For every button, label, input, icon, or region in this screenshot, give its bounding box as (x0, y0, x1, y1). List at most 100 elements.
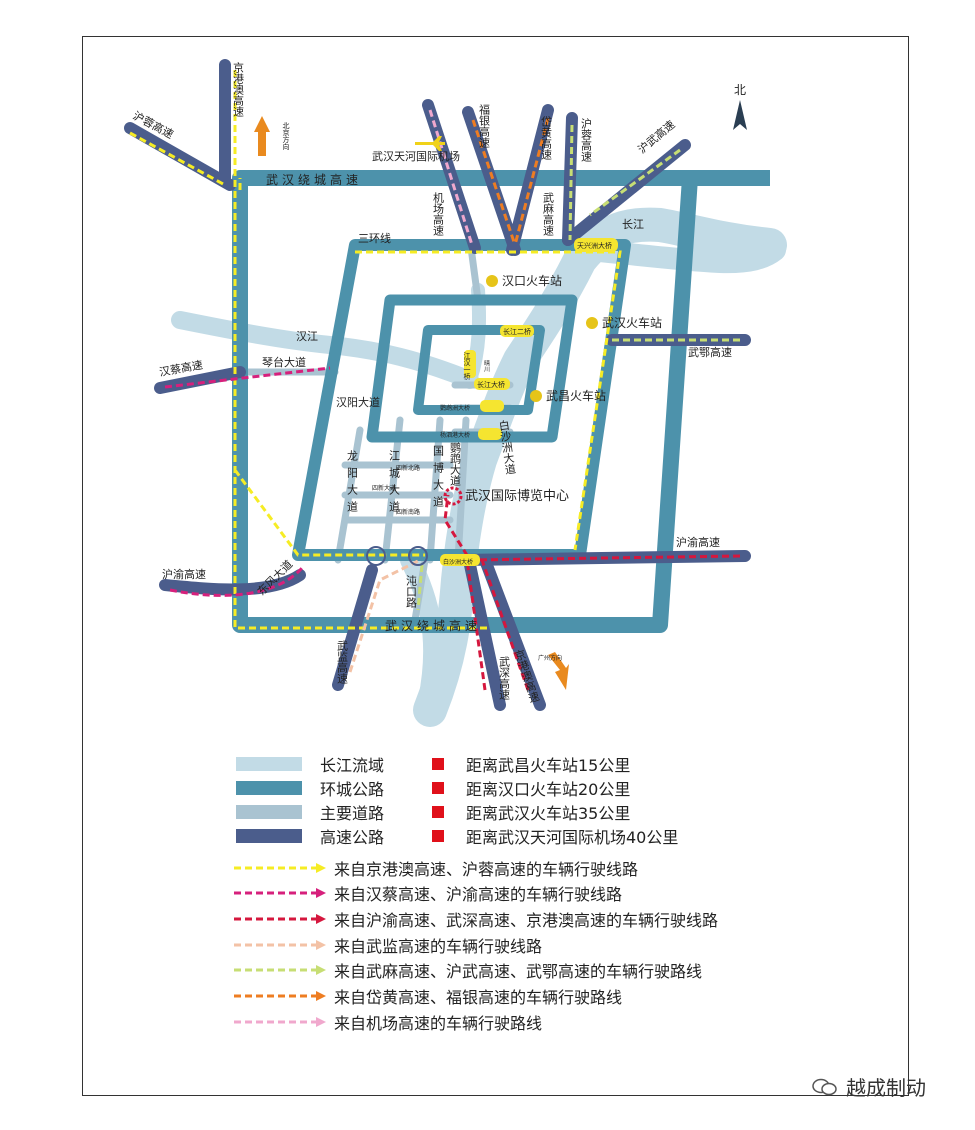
label-wushen: 武深高速 (498, 656, 511, 700)
airplane-icon (415, 136, 445, 151)
north-label: 北 (734, 83, 746, 97)
main-road-v4 (454, 416, 470, 564)
legend-route-4: 来自武麻高速、沪武高速、武鄂高速的车辆行驶路线 (232, 958, 702, 982)
legend-distance-hankou: 距离汉口火车站20公里 (432, 776, 630, 800)
baishazhou-bridge-tag (440, 554, 480, 566)
route-yellow (129, 70, 622, 630)
label-jinggangao-bottom: 京港澳高速 (511, 647, 541, 705)
legend-route-2: 来自沪渝高速、武深高速、京港澳高速的车辆行驶线路 (232, 907, 718, 931)
direction-arrows (254, 116, 569, 690)
legend-label: 来自机场高速的车辆行驶路线 (334, 1014, 543, 1033)
label-third-ring: 三环线 (358, 231, 391, 245)
wushen-hwy (464, 559, 506, 711)
legend-label: 来自武麻高速、沪武高速、武鄂高速的车辆行驶路线 (334, 962, 703, 981)
label-wuhan-station: 武汉火车站 (602, 315, 662, 330)
legend-label: 来自沪渝高速、武深高速、京港澳高速的车辆行驶线路 (334, 911, 719, 930)
route-line-icon (234, 914, 326, 924)
wechat-icon (812, 1078, 838, 1096)
legend-distance-wuhan: 距离武汉火车站35公里 (432, 800, 630, 824)
label-baishazhou-ave: 白沙洲大道 (496, 418, 517, 476)
route-green (416, 124, 740, 611)
label-yangsigang: 杨泗港大桥 (440, 431, 470, 439)
daihuang-hwy (506, 104, 554, 256)
route-line-icon (234, 1017, 326, 1027)
wuchang-station-icon (530, 390, 542, 402)
label-beijing-dir: 北京方向 (282, 122, 290, 150)
legend-label: 距离武昌火车站15公里 (466, 756, 631, 775)
label-guobo-ave: 国博大道 (432, 445, 445, 513)
legend-route-6: 来自机场高速的车辆行驶路线 (232, 1010, 542, 1034)
red-square-icon (432, 830, 444, 842)
routes-layer (129, 70, 741, 691)
legend-distance-airport: 距离武汉天河国际机场40公里 (432, 824, 678, 848)
legend-label: 距离武汉天河国际机场40公里 (466, 828, 679, 847)
label-changjiang-bridge: 长江大桥 (477, 380, 505, 389)
legend-label: 高速公路 (320, 828, 385, 847)
legend-label: 来自汉蔡高速、沪渝高速的车辆行驶线路 (334, 885, 623, 904)
jianghan-tag (464, 350, 476, 378)
label-sixin-ave: 四新大道 (372, 484, 396, 492)
legend-route-1: 来自汉蔡高速、沪渝高速的车辆行驶线路 (232, 881, 622, 905)
route-line-icon (234, 965, 326, 975)
changjiang-bridge-tag (474, 378, 510, 390)
changjiang-2nd-tag (500, 325, 534, 337)
hankou-station-icon (486, 275, 498, 287)
watermark: 越成制动 (846, 1076, 926, 1100)
route-peach (348, 558, 421, 673)
label-yingwuzhou: 鹦鹉洲大桥 (440, 404, 470, 412)
huwu-hwy (562, 139, 691, 246)
station-markers (486, 275, 598, 402)
legend-route-0: 来自京港澳高速、沪蓉高速的车辆行驶线路 (232, 856, 638, 880)
label-changjiang-2nd: 长江二桥 (503, 327, 531, 336)
legend-label: 来自武监高速的车辆行驶线路 (334, 937, 543, 956)
label-sixin-south: 四新南路 (396, 508, 420, 516)
route-line-icon (234, 940, 326, 950)
legend-label: 来自京港澳高速、沪蓉高速的车辆行驶线路 (334, 860, 639, 879)
main-road-v3 (426, 416, 444, 564)
label-daihuang: 岱黄高速 (540, 115, 553, 160)
north-direction-arrow (254, 116, 270, 156)
legend-area-river: 长江流域 (236, 752, 384, 776)
legend-label: 环城公路 (320, 780, 385, 799)
legend-distance-wuchang: 距离武昌火车站15公里 (432, 752, 630, 776)
label-changjiang: 长江 (622, 218, 644, 231)
tianxingzhou-bridge-tag (574, 238, 618, 252)
label-qingchuan: 晴川 (483, 359, 490, 372)
label-sixin-north: 四新北路 (396, 464, 420, 472)
expo-center-marker (443, 486, 463, 506)
route-line-icon (234, 863, 326, 873)
interchanges (366, 546, 428, 566)
jinggangao-hwy-south (479, 554, 546, 711)
label-hanyang-ave: 汉阳大道 (336, 395, 380, 409)
label-hanjiang: 汉江 (296, 330, 318, 343)
route-red (443, 494, 741, 691)
red-square-icon (432, 806, 444, 818)
label-wujian: 武监高速 (336, 640, 349, 684)
label-huyu-left: 沪渝高速 (162, 567, 206, 581)
label-wuma: 武麻高速 (542, 192, 555, 236)
legend-area-ring: 环城公路 (236, 776, 384, 800)
ring-roads-layer (232, 170, 770, 633)
label-huyu-right: 沪渝高速 (676, 535, 720, 549)
label-wuchang-station: 武昌火车站 (546, 388, 606, 403)
yangtze-river (413, 207, 787, 727)
legend-label: 距离武汉火车站35公里 (466, 804, 631, 823)
label-yingwu-ave: 鹦鹉大道 (449, 441, 462, 486)
label-tianxingzhou: 天兴洲大桥 (577, 241, 612, 250)
yangsigang-tag (478, 428, 502, 440)
north-arrow: 北 (733, 83, 747, 130)
label-baishazhou-bridge: 白沙洲大桥 (443, 558, 473, 566)
fuyin-hwy (462, 106, 521, 256)
red-square-icon (432, 782, 444, 794)
label-airport: 武汉天河国际机场 (372, 149, 460, 163)
label-hankou-road: 沌口路 (405, 575, 418, 609)
legend-route-5: 来自岱黄高速、福银高速的车辆行驶路线 (232, 984, 622, 1008)
label-fuyin: 福银高速 (478, 103, 491, 148)
legend-label: 长江流域 (320, 756, 385, 775)
label-expo-center: 武汉国际博览中心 (465, 488, 569, 504)
label-qintai: 琴台大道 (262, 355, 306, 369)
legend-area-main-road: 主要道路 (236, 800, 384, 824)
label-hurong-right: 沪蓉高速 (580, 117, 593, 162)
legend-route-3: 来自武监高速的车辆行驶线路 (232, 933, 542, 957)
